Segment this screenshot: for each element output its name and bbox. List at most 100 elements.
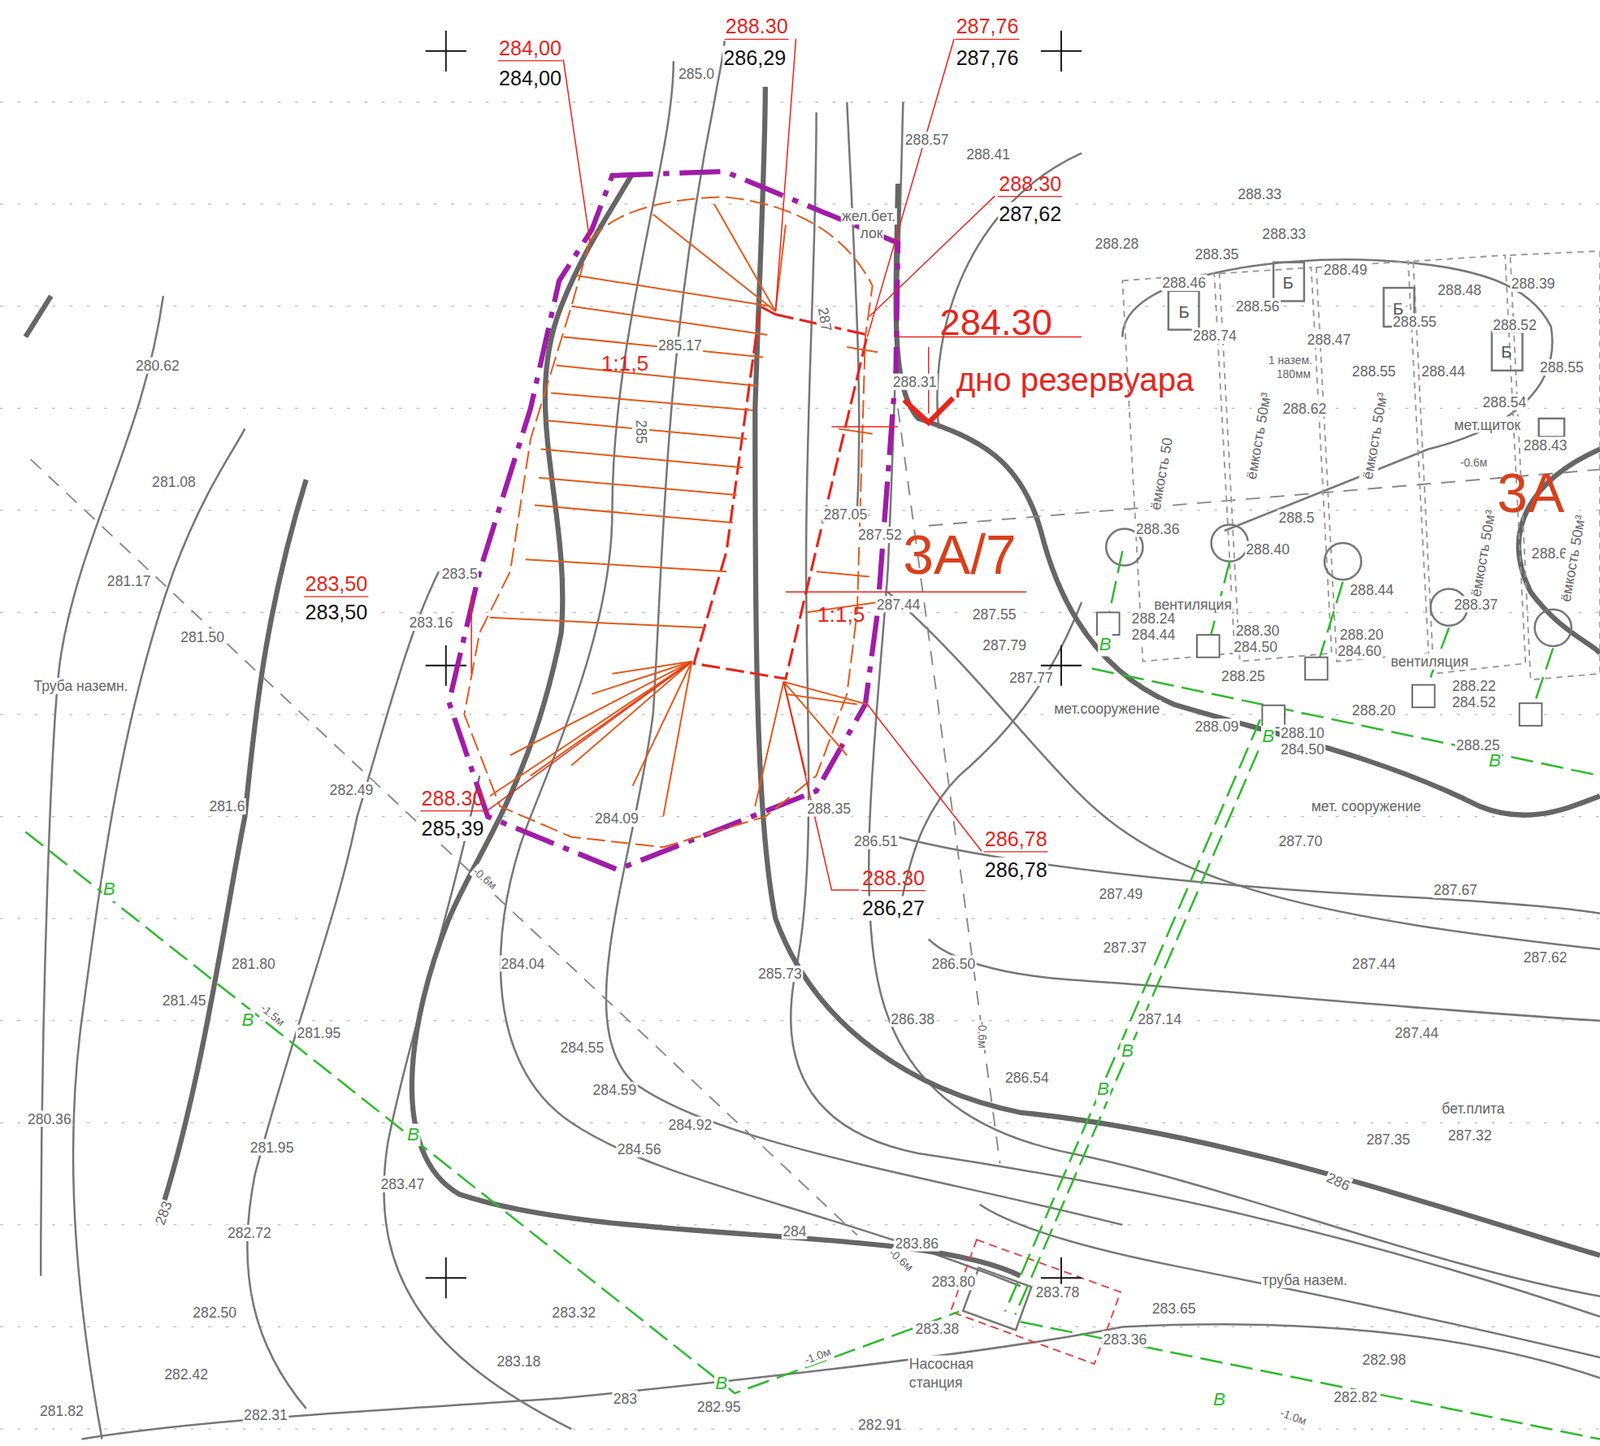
spot-elevation: 280.36 [26, 1110, 73, 1128]
spot-elevation: мет. сооружение [1309, 797, 1423, 815]
spot-elevation: 288.44 [1348, 581, 1395, 599]
design-elevation: 283,50 [303, 571, 369, 597]
spot-elevation: 284.04 [499, 954, 546, 972]
spot-elevation: 288.43 [1522, 436, 1569, 454]
spot-elevation: 285.0 [677, 65, 716, 83]
design-elevation: 288.30 [420, 784, 485, 811]
spot-elevation: 288.25 [1220, 667, 1267, 685]
spot-elevation: 288.5 [1277, 508, 1316, 526]
spot-elevation: 287.77 [1008, 668, 1054, 686]
spot-elevation: 287.37 [1101, 938, 1148, 956]
water-line-mark: В [1097, 633, 1113, 656]
spot-elevation: 287.49 [1097, 884, 1144, 902]
spot-elevation: вентиляция [1389, 652, 1470, 670]
spot-elevation: 287.62 [1522, 948, 1569, 966]
tank-mark: Б [1391, 299, 1405, 319]
spot-elevation: 283.65 [1150, 1299, 1197, 1317]
spot-elevation: 282.72 [226, 1223, 273, 1241]
spot-elevation: 284.55 [559, 1038, 605, 1056]
spot-elevation: 287.44 [1351, 954, 1397, 972]
tank-mark: Б [1500, 342, 1514, 362]
spot-elevation: 284.92 [667, 1115, 713, 1133]
spot-elevation: 282.82 [1332, 1388, 1379, 1406]
spot-elevation: 288.10 [1279, 724, 1326, 742]
small-note: -1.0м [1277, 1405, 1310, 1429]
spot-elevation: 288.24 [1130, 609, 1176, 627]
spot-elevation: 288.20 [1339, 626, 1385, 644]
spot-elevation: ёмкость 50м³ [1466, 507, 1500, 599]
existing-elevation: 286,27 [861, 896, 926, 921]
spot-elevation: 287.44 [875, 595, 921, 613]
spot-elevation: 288.54 [1481, 393, 1527, 411]
spot-elevation: 282.49 [328, 780, 374, 798]
spot-elevation: 282.98 [1361, 1350, 1407, 1368]
spot-elevation: 286.50 [930, 954, 976, 972]
zone-number: 3А/7 [901, 520, 1018, 587]
spot-elevation: станция [908, 1373, 964, 1391]
slope-ratio: 1:1,5 [816, 601, 867, 628]
zone-number: 3А [1495, 459, 1566, 526]
spot-elevation: 280.62 [134, 356, 181, 374]
spot-elevation: 288.46 [1161, 273, 1207, 291]
spot-elevation: 288.30 [1234, 621, 1280, 639]
spot-elevation: 288.55 [1351, 363, 1397, 381]
spot-elevation: 287.05 [822, 505, 868, 523]
spot-elevation: 283.78 [1034, 1283, 1080, 1301]
spot-elevation: 287.55 [971, 605, 1017, 623]
spot-elevation: 284.09 [594, 810, 640, 828]
spot-elevation: 288.28 [1093, 235, 1140, 253]
spot-elevation: 282.42 [163, 1365, 209, 1383]
water-line-mark: В [1212, 1388, 1228, 1411]
spot-elevation: 288.49 [1322, 260, 1368, 278]
water-line-mark: В [1120, 1040, 1136, 1063]
spot-elevation: 286.54 [1004, 1069, 1050, 1087]
spot-elevation: 288.33 [1236, 185, 1283, 203]
spot-elevation: 284.50 [1232, 638, 1279, 656]
spot-elevation: ёмкость 50м³ [1358, 390, 1392, 482]
spot-elevation: 281.50 [179, 628, 226, 646]
spot-elevation: 282.50 [191, 1303, 238, 1321]
existing-elevation: 287,62 [997, 202, 1063, 227]
spot-elevation: 287.67 [1432, 880, 1479, 898]
small-note: -1.5м [256, 1001, 288, 1031]
spot-elevation: Труба наземн. [32, 676, 130, 694]
spot-elevation: 285.73 [757, 964, 803, 982]
design-elevation: 288.30 [997, 170, 1063, 196]
design-elevation: 284,00 [498, 34, 563, 61]
spot-elevation: 288.40 [1244, 540, 1291, 558]
spot-elevation: 284.52 [1451, 693, 1497, 711]
spot-elevation: 283 [611, 1389, 638, 1407]
spot-elevation: 288.36 [1134, 520, 1180, 538]
spot-elevation: 281.80 [230, 954, 277, 972]
spot-elevation: 287.52 [857, 525, 903, 543]
existing-elevation: 286,78 [984, 857, 1049, 882]
existing-elevation: 287,76 [954, 46, 1019, 71]
spot-elevation: 284.60 [1336, 642, 1383, 660]
tank-mark: Б [1281, 273, 1295, 294]
water-line-mark: В [1261, 725, 1276, 748]
water-line-mark: В [102, 878, 118, 901]
spot-elevation: 288.48 [1436, 281, 1483, 299]
spot-elevation: 288.74 [1192, 327, 1238, 345]
design-elevation: 286,78 [984, 826, 1049, 852]
design-elevation: 288.30 [724, 14, 790, 40]
spot-elevation: 288.39 [1509, 275, 1556, 293]
spot-elevation: 283.32 [550, 1303, 597, 1321]
spot-elevation: мет.сооружение [1053, 699, 1162, 717]
spot-elevation: 284.59 [591, 1081, 638, 1099]
spot-elevation: 285.17 [657, 336, 703, 354]
reservoir-bottom-elevation: 284.30 [938, 300, 1054, 345]
spot-elevation: 283.5 [440, 564, 479, 582]
spot-elevation: 283.38 [914, 1319, 960, 1337]
spot-elevation: 288.20 [1351, 701, 1397, 719]
tank-mark: Б [1177, 302, 1191, 322]
spot-elevation: 288.35 [806, 799, 852, 817]
design-elevation: 287,76 [954, 14, 1019, 40]
water-line-mark: В [714, 1372, 729, 1395]
spot-elevation: 284.50 [1279, 740, 1326, 758]
spot-elevation: 284 [781, 1222, 808, 1240]
spot-elevation: лок [858, 224, 884, 242]
spot-elevation: 288.55 [1539, 359, 1585, 377]
spot-elevation: мет.щиток [1452, 416, 1522, 434]
